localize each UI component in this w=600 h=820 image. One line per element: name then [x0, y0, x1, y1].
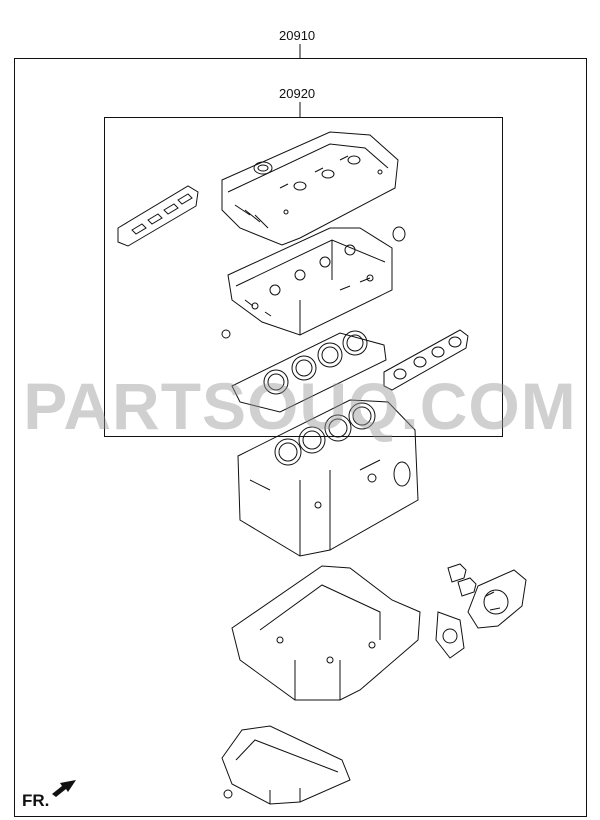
water-pump[interactable]	[467, 569, 527, 629]
thermostat-gasket[interactable]	[447, 563, 477, 597]
water-pump-gasket[interactable]	[435, 611, 465, 659]
drain-plug[interactable]	[223, 789, 233, 799]
oil-pan[interactable]	[221, 725, 351, 805]
lower-crankcase[interactable]	[231, 565, 421, 701]
cylinder-head-gasket[interactable]	[231, 330, 387, 413]
inner-part-number[interactable]: 20920	[279, 86, 316, 101]
plug[interactable]	[221, 329, 231, 339]
outer-kit-frame	[14, 58, 587, 817]
front-direction-label: FR.	[22, 791, 50, 810]
front-direction-arrow-icon	[52, 780, 76, 797]
cylinder-head[interactable]	[227, 227, 393, 336]
seal-ring[interactable]	[392, 226, 406, 242]
exhaust-manifold-gasket[interactable]	[383, 329, 469, 391]
cylinder-head-cover[interactable]	[221, 131, 399, 246]
outer-part-number[interactable]: 20910	[279, 28, 316, 43]
cylinder-block[interactable]	[237, 399, 419, 557]
intake-manifold-gasket[interactable]	[117, 185, 199, 247]
